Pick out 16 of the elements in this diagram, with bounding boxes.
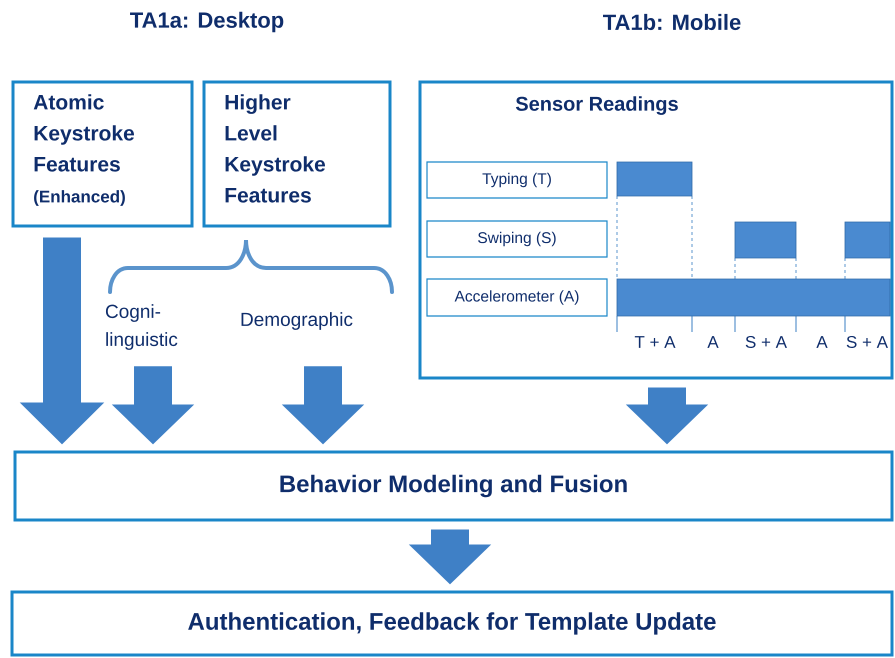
sensor-label-box: Accelerometer (A) — [426, 278, 608, 317]
heading: TA1a: Desktop — [130, 12, 284, 32]
segment-label: A — [707, 336, 719, 348]
stage-box: Authentication, Feedback for Template Update — [10, 590, 894, 656]
sensor-label-box: Typing (T) — [426, 161, 608, 199]
segment-label: S + A — [846, 336, 888, 348]
stage-box: Behavior Modeling and Fusion — [14, 450, 894, 522]
category-text: Cogni-linguistic — [106, 304, 178, 350]
segment-label: T + A — [634, 336, 676, 348]
sensor-label-box: Swiping (S) — [426, 220, 608, 258]
category-text: Demographic — [242, 312, 352, 330]
segment-label: A — [816, 336, 828, 348]
segment-label: S + A — [746, 336, 787, 348]
feature-box: Higher Level Keystroke Features — [202, 80, 392, 228]
feature-box: Atomic Keystroke Features (Enhanced) — [12, 80, 194, 228]
heading: TA1b: Mobile — [603, 14, 740, 30]
